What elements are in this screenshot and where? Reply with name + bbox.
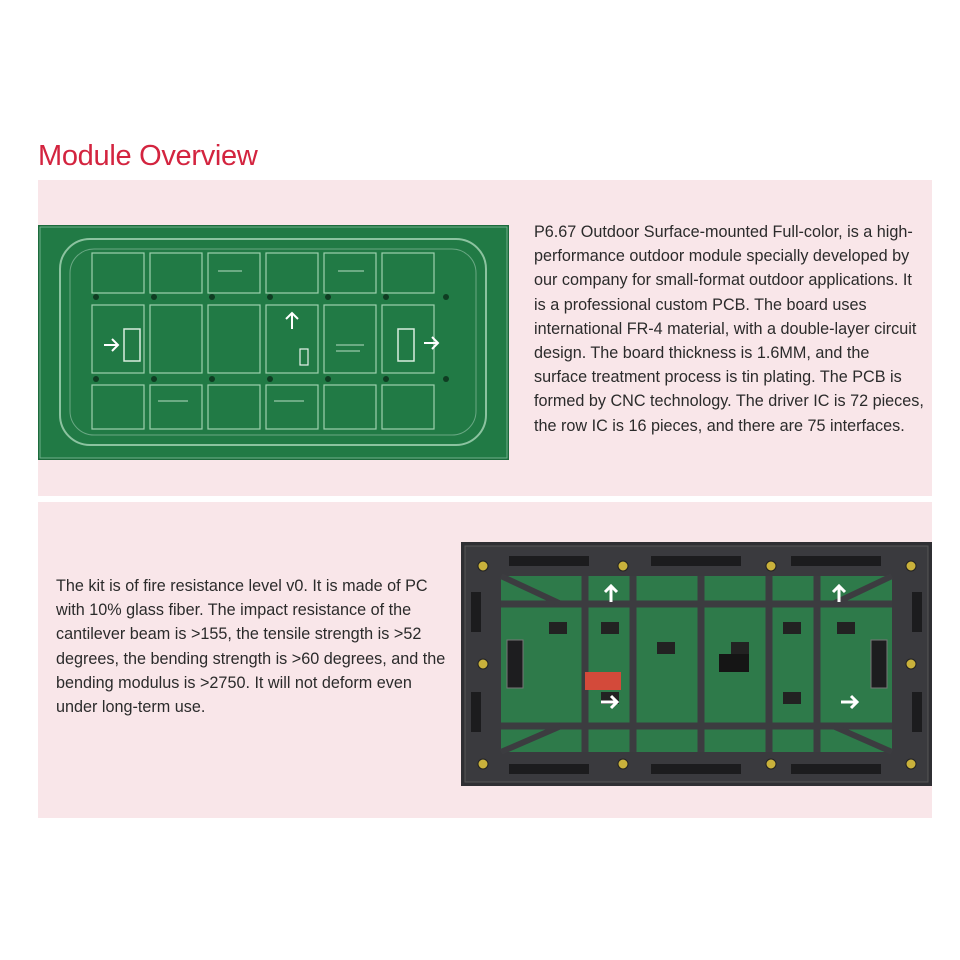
kit-description: The kit is of fire resistance level v0. … xyxy=(56,577,446,717)
pcb-board-image xyxy=(38,225,509,460)
kit-panel: The kit is of fire resistance level v0. … xyxy=(38,502,932,818)
section-title: Module Overview xyxy=(38,140,258,172)
pcb-panel: P6.67 Outdoor Surface-mounted Full-color… xyxy=(38,180,932,496)
pcb-description: P6.67 Outdoor Surface-mounted Full-color… xyxy=(534,223,924,435)
led-module-image xyxy=(461,542,932,786)
